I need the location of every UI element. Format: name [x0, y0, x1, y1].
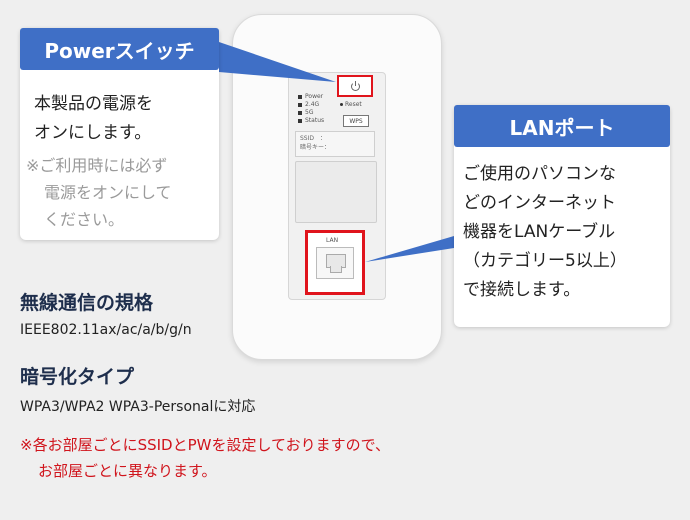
led-indicator-icon — [298, 103, 302, 107]
led-indicator-icon — [298, 95, 302, 99]
led-row: Power — [298, 93, 324, 101]
reset-hole-icon — [340, 103, 343, 106]
wireless-standard-value: IEEE802.11ax/ac/a/b/g/n — [20, 322, 192, 338]
device-blank-panel — [295, 161, 377, 223]
power-callout-body: 本製品の電源を オンにします。 — [34, 90, 214, 148]
power-body-line: オンにします。 — [34, 123, 152, 143]
encryption-type-value: WPA3/WPA2 WPA3-Personalに対応 — [20, 399, 256, 415]
status-led-list: Power 2.4G 5G Status — [298, 93, 324, 125]
lan-body-line: で接続します。 — [463, 280, 581, 300]
led-row: 5G — [298, 109, 324, 117]
led-label: 5G — [305, 109, 314, 116]
power-callout-note: ※ご利用時には必ず 電源をオンにして ください。 — [26, 152, 216, 233]
footnote-line: お部屋ごとに異なります。 — [38, 462, 217, 480]
led-label: 2.4G — [305, 101, 320, 108]
lan-body-line: （カテゴリー5以上） — [463, 251, 627, 271]
ssid-line: SSID ： — [300, 135, 327, 142]
ssid-footnote: ※各お部屋ごとにSSIDとPWを設定しておりますので、 お部屋ごとに異なります。 — [20, 432, 670, 484]
led-label: Power — [305, 93, 324, 100]
wps-button[interactable]: WPS — [343, 115, 369, 127]
footnote-line: ※各お部屋ごとにSSIDとPWを設定しておりますので、 — [20, 436, 390, 454]
wireless-standard-heading: 無線通信の規格 — [20, 292, 154, 314]
reset-label: Reset — [345, 101, 362, 108]
lan-callout-title: LANポート — [454, 105, 670, 147]
power-switch-highlight[interactable] — [337, 75, 373, 97]
power-icon — [350, 80, 360, 91]
lan-port-label: LAN — [326, 237, 339, 244]
led-row: Status — [298, 117, 324, 125]
lan-callout-body: ご使用のパソコンな どのインターネット 機器をLANケーブル （カテゴリー5以上… — [463, 160, 668, 305]
encryption-type-heading: 暗号化タイプ — [20, 366, 135, 388]
ssid-line: 暗号キー： — [300, 144, 331, 151]
power-note-line: ください。 — [44, 210, 125, 229]
lan-body-line: ご使用のパソコンな — [463, 164, 616, 184]
led-row: 2.4G — [298, 101, 324, 109]
lan-body-line: 機器をLANケーブル — [463, 222, 616, 242]
lan-port-icon — [316, 247, 354, 279]
led-indicator-icon — [298, 119, 302, 123]
power-note-line: ※ご利用時には必ず — [26, 156, 168, 175]
power-callout-title: Powerスイッチ — [20, 28, 219, 70]
led-label: Status — [305, 117, 325, 124]
led-indicator-icon — [298, 111, 302, 115]
power-note-line: 電源をオンにして — [44, 183, 172, 202]
lan-body-line: どのインターネット — [463, 193, 616, 213]
power-body-line: 本製品の電源を — [34, 94, 153, 114]
ssid-label-area: SSID ： 暗号キー： — [295, 131, 375, 157]
